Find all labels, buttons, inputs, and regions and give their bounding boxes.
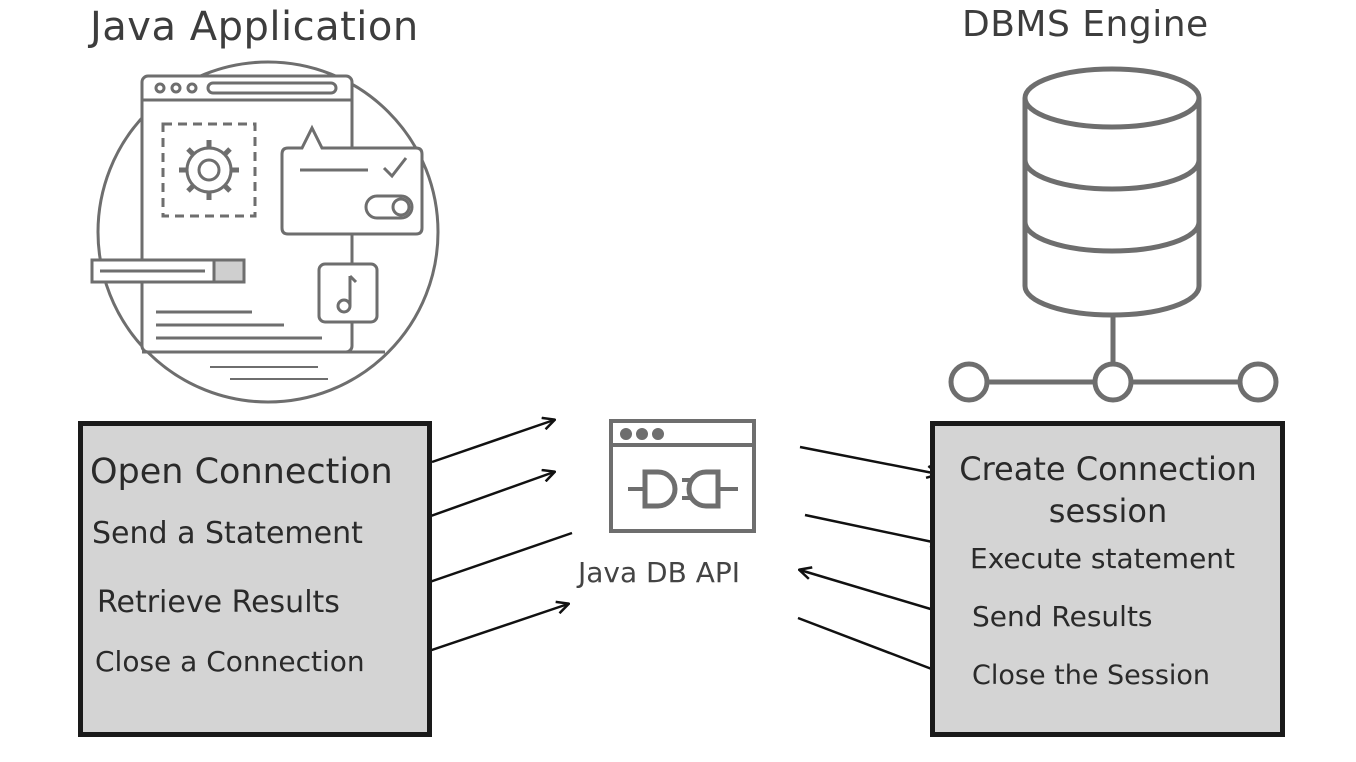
connection-arrows [399,420,955,676]
step-open-connection: Open Connection [90,452,393,492]
step-send-results: Send Results [972,600,1153,633]
step-create-session: Create Connection session [959,450,1257,530]
step-close-session: Close the Session [972,660,1211,691]
database-icon [1022,66,1202,318]
arrow-results-to-api [800,570,955,618]
java-application-steps-box [78,421,432,737]
network-nodes-icon [948,316,1279,403]
app-window-icon [90,60,440,404]
java-application-title: Java Application [90,4,419,50]
step-execute-statement: Execute statement [970,542,1236,575]
arrow-api-to-execute [804,513,942,544]
arrow-api-to-retrieve [418,531,573,586]
arrow-open-to-api [431,420,554,464]
arrow-close-to-api [413,604,568,658]
step-retrieve-results: Retrieve Results [97,585,340,620]
java-db-api-label: Java DB API [578,556,741,589]
arrow-api-to-create [799,445,938,474]
dbms-steps-box [930,421,1285,737]
step-send-statement: Send a Statement [92,516,363,551]
dbms-engine-title: DBMS Engine [962,4,1209,45]
plug-icon [609,419,756,533]
arrow-api-to-close-session [797,616,950,676]
step-close-connection: Close a Connection [95,645,365,678]
